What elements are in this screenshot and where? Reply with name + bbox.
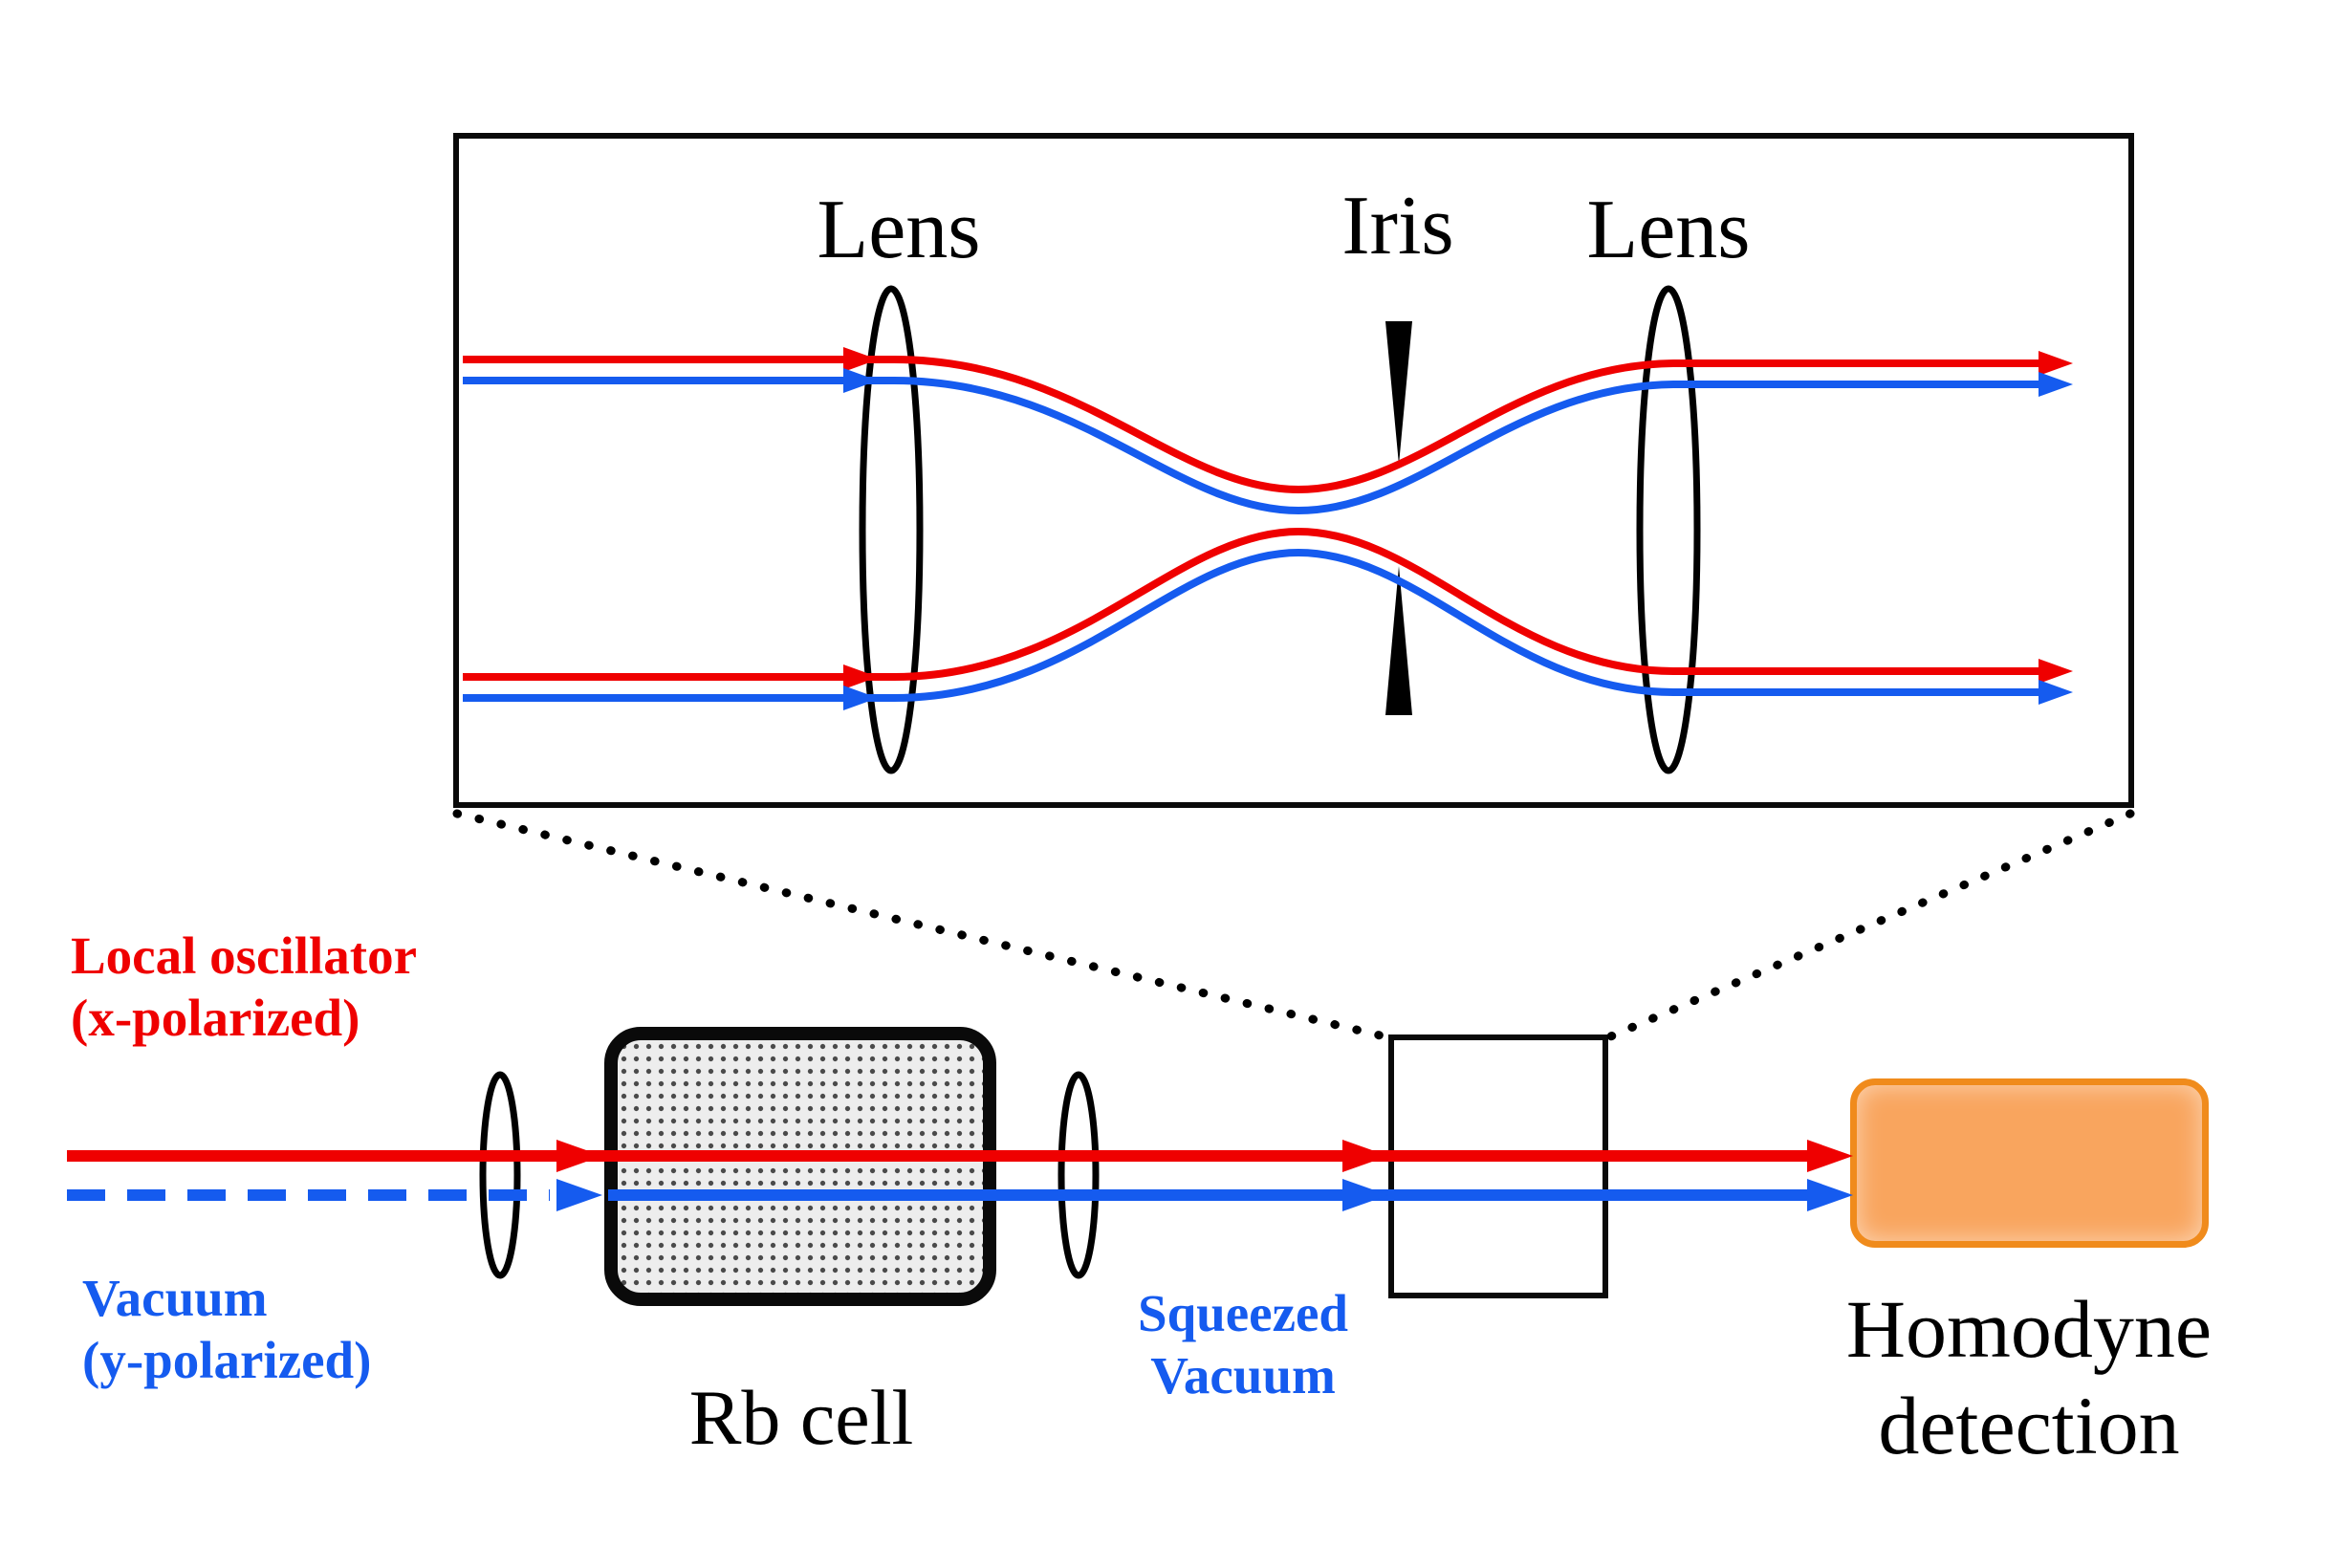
squeezed-vacuum-label: Squeezed Vacuum	[1066, 1283, 1420, 1407]
rb-cell-label: Rb cell	[688, 1374, 914, 1461]
rb-cell-box	[604, 1027, 996, 1306]
vacuum-line2: (y-polarized)	[82, 1330, 372, 1389]
lens-left-label: Lens	[817, 184, 981, 276]
local-oscillator-line2: (x-polarized)	[71, 988, 360, 1047]
inset-connector-right-line	[1602, 809, 2135, 1043]
squeezed-vacuum-line1: Squeezed	[1138, 1284, 1348, 1342]
inset-connector-left-line	[452, 809, 1397, 1043]
main-arrow-red-predetector	[1807, 1140, 1853, 1172]
main-arrow-blue-prefilter	[1342, 1179, 1388, 1211]
main-lens-right-shape	[1057, 1071, 1100, 1279]
vacuum-label: Vacuum (y-polarized)	[82, 1268, 371, 1392]
zoom-inset-frame	[453, 133, 2134, 808]
local-oscillator-label: Local oscillator (x-polarized)	[71, 926, 417, 1050]
local-oscillator-line1: Local oscillator	[71, 926, 418, 985]
main-arrow-blue-precell	[556, 1179, 602, 1211]
main-arrow-red-precell	[556, 1140, 602, 1172]
homodyne-line1: Homodyne	[1845, 1283, 2213, 1375]
spatial-filter-box	[1388, 1034, 1608, 1298]
main-arrow-red-prefilter	[1342, 1140, 1388, 1172]
lens-right-label: Lens	[1586, 184, 1751, 276]
main-lens-left-shape	[479, 1071, 521, 1279]
homodyne-line2: detection	[1878, 1380, 2180, 1472]
vacuum-line1: Vacuum	[82, 1269, 268, 1327]
iris-label: Iris	[1341, 180, 1454, 272]
homodyne-detector-box	[1850, 1078, 2209, 1248]
squeezed-vacuum-line2: Vacuum	[1150, 1345, 1336, 1405]
homodyne-detection-label: Homodyne detection	[1819, 1281, 2239, 1475]
main-arrow-blue-predetector	[1807, 1179, 1853, 1211]
